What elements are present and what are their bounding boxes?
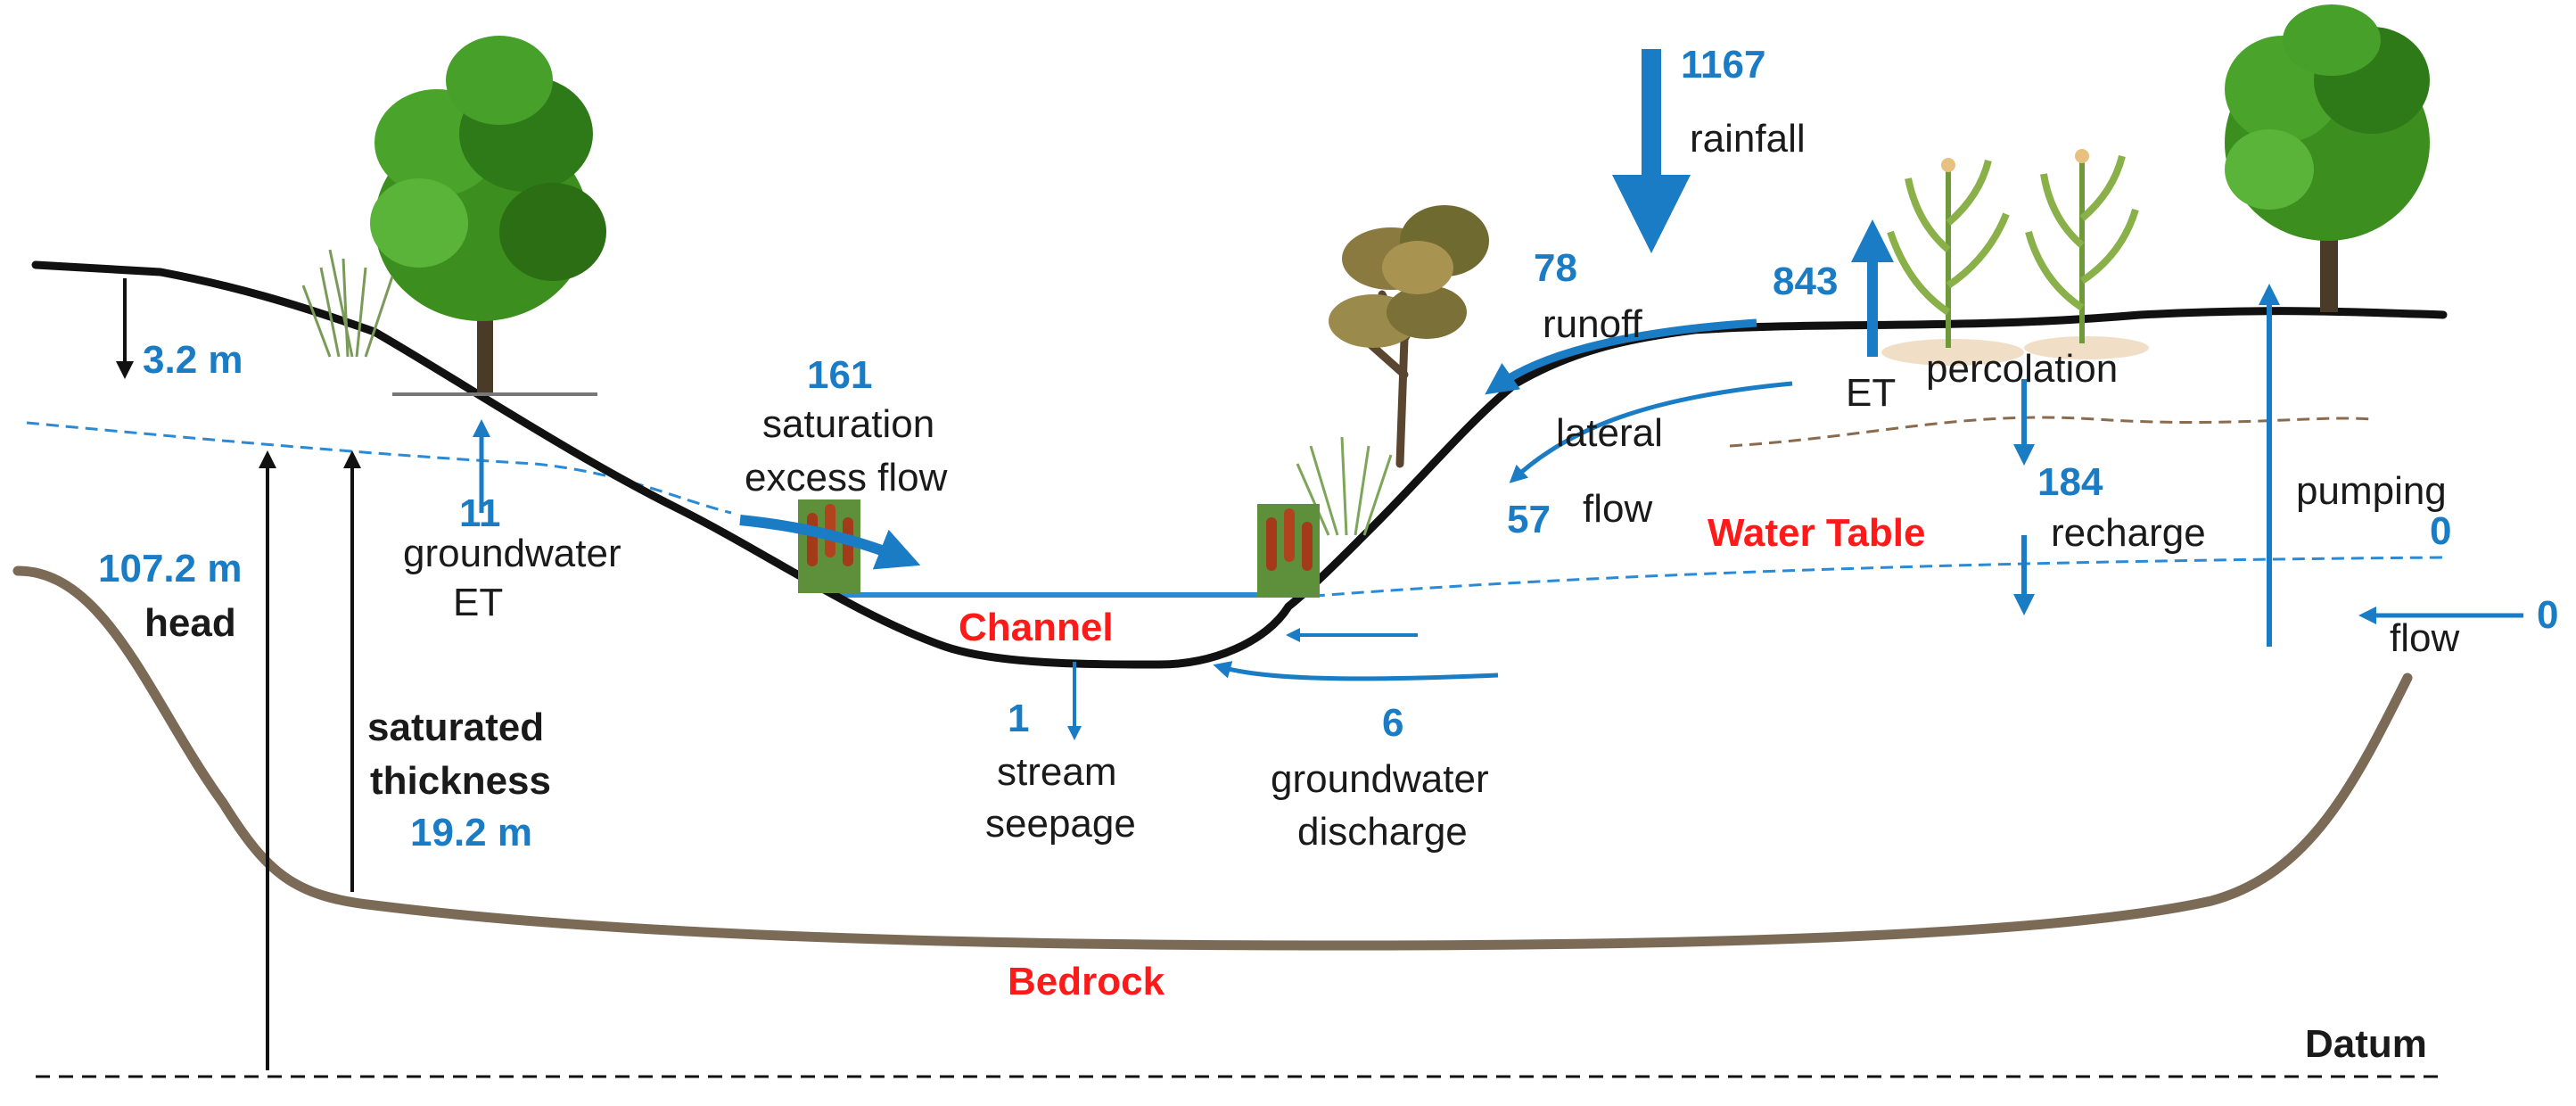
- soil-layer-line: [1729, 416, 2373, 448]
- groundwater-discharge-label-2: discharge: [1297, 810, 1468, 854]
- percolation-label: percolation: [1926, 347, 2118, 391]
- shrub-tree-icon: [1329, 205, 1489, 468]
- depth-value: 3.2 m: [143, 338, 243, 382]
- grass-tuft-icon: [301, 249, 394, 358]
- reed-plant-icon: [798, 499, 860, 593]
- pumping-value: 0: [2430, 509, 2451, 553]
- grass-tuft-icon: [1296, 436, 1393, 536]
- stream-seepage-value: 1: [1008, 697, 1029, 740]
- deciduous-tree-icon: [2225, 4, 2430, 312]
- water-table-line-left: [26, 421, 732, 515]
- saturation-excess-label-2: excess flow: [745, 456, 948, 499]
- saturation-excess-arrow[interactable]: [739, 515, 921, 570]
- corn-plant-icon: [2024, 149, 2149, 359]
- bedrock-label: Bedrock: [1008, 960, 1165, 1003]
- runoff-value: 78: [1534, 246, 1577, 290]
- et-value: 843: [1773, 260, 1838, 303]
- runoff-arrow[interactable]: [1485, 318, 1757, 395]
- reed-plant-icon: [1257, 504, 1320, 598]
- saturation-excess-value: 161: [807, 353, 872, 397]
- groundwater-et-label-1: groundwater: [403, 532, 621, 575]
- corn-plant-icon: [1881, 158, 2024, 366]
- groundwater-discharge-arrow-1[interactable]: [1213, 661, 1499, 681]
- lateral-flow-label-2: flow: [1583, 487, 1652, 531]
- et-label: ET: [1846, 371, 1896, 415]
- head-label: head: [144, 601, 236, 645]
- stream-seepage-label-2: seepage: [985, 802, 1136, 846]
- groundwater-et-value: 11: [459, 491, 501, 535]
- lateral-flow-arrow[interactable]: [1509, 381, 1793, 483]
- lateral-flow-value: 57: [1507, 498, 1551, 541]
- datum-label: Datum: [2305, 1022, 2427, 1066]
- groundwater-discharge-value: 6: [1382, 701, 1403, 745]
- saturated-thickness-label-2: thickness: [370, 759, 551, 803]
- rainfall-label: rainfall: [1690, 117, 1806, 161]
- ground-surface-line: [31, 260, 2448, 669]
- lateral-flow-label-1: lateral: [1556, 411, 1663, 455]
- stream-seepage-label-1: stream: [997, 750, 1116, 794]
- recharge-label: recharge: [2051, 511, 2206, 555]
- runoff-label: runoff: [1543, 302, 1642, 346]
- groundwater-et-label-2: ET: [453, 581, 503, 624]
- head-value: 107.2 m: [98, 547, 242, 590]
- water-table-label: Water Table: [1708, 511, 1926, 555]
- channel-label: Channel: [959, 606, 1114, 649]
- deciduous-tree-icon: [370, 36, 606, 396]
- flow-label: flow: [2390, 616, 2459, 660]
- water-table-line-right: [1292, 556, 2444, 599]
- recharge-value: 184: [2037, 460, 2103, 504]
- saturated-thickness-value: 19.2 m: [410, 811, 532, 854]
- groundwater-discharge-label-1: groundwater: [1271, 757, 1489, 801]
- saturated-thickness-label-1: saturated: [367, 706, 544, 749]
- flow-value: 0: [2537, 593, 2558, 637]
- rainfall-value: 1167: [1681, 43, 1765, 87]
- saturation-excess-label-1: saturation: [762, 402, 934, 446]
- pumping-label: pumping: [2296, 469, 2447, 513]
- bedrock-line: [12, 565, 2413, 951]
